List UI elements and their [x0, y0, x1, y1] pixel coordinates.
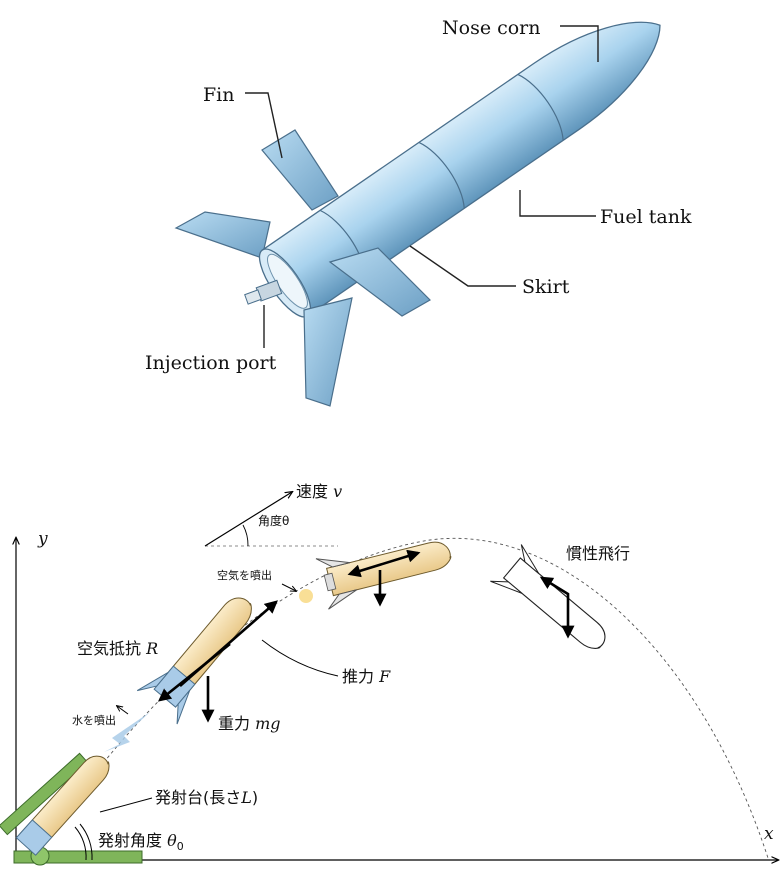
label-injection-port: Injection port	[145, 352, 277, 374]
label-inertial-flight: 慣性飛行	[566, 544, 630, 563]
launch-angle-arc	[79, 823, 93, 861]
label-angle: 角度θ	[258, 513, 289, 528]
air-puff	[299, 589, 313, 603]
label-fin: Fin	[203, 84, 235, 106]
leader-skirt	[409, 245, 516, 287]
fin-right	[328, 247, 431, 317]
angle-arc	[242, 524, 249, 547]
label-air-resistance: 空気抵抗 R	[77, 639, 158, 658]
thrust-leader	[261, 639, 339, 677]
label-skirt: Skirt	[522, 276, 570, 298]
launcher-leader	[99, 797, 153, 813]
leader-lines	[245, 25, 599, 348]
flight-diagram: y x 速度 v 角度θ 発射台(長さL) 発射角度 θ0	[0, 482, 778, 866]
label-velocity: 速度 v	[296, 482, 342, 501]
launch-angle-arc-2	[74, 826, 87, 861]
label-water-eject: 水を噴出	[72, 713, 116, 727]
label-gravity: 重力 mg	[218, 714, 281, 733]
label-launcher: 発射台(長さL)	[155, 788, 258, 807]
label-thrust: 推力 F	[342, 667, 391, 686]
inertial-force-arrows	[539, 576, 575, 639]
fin-left	[174, 211, 271, 259]
injection-port	[244, 279, 283, 305]
air-resistance-arrow	[157, 642, 231, 702]
label-air-eject: 空気を噴出	[217, 568, 272, 582]
launcher-rail	[0, 752, 89, 836]
rocket-3d: Nose corn Fin Fuel tank Skirt Injection …	[145, 17, 692, 407]
rocket-on-launcher	[15, 755, 110, 856]
water-spray	[104, 712, 150, 752]
water-eject-arrow	[117, 706, 129, 715]
label-launch-angle: 発射角度 θ0	[98, 831, 184, 853]
velocity-arrow	[204, 492, 292, 547]
tank-seam-3	[517, 73, 564, 141]
thrust-arrow-2	[347, 549, 421, 578]
y-axis-label: y	[37, 529, 48, 549]
fin-upper	[261, 129, 339, 211]
leader-nose	[560, 25, 599, 62]
leader-fueltank	[519, 190, 596, 217]
trajectory	[39, 538, 769, 859]
tank-seam-2	[418, 141, 465, 209]
x-axis-label: x	[764, 824, 774, 844]
air-eject-arrow	[281, 583, 296, 591]
label-fuel-tank: Fuel tank	[600, 206, 692, 228]
label-nose-corn: Nose corn	[442, 17, 541, 39]
leader-fin	[245, 92, 283, 159]
rocket-body	[261, 21, 661, 317]
fin-lower	[303, 297, 353, 407]
